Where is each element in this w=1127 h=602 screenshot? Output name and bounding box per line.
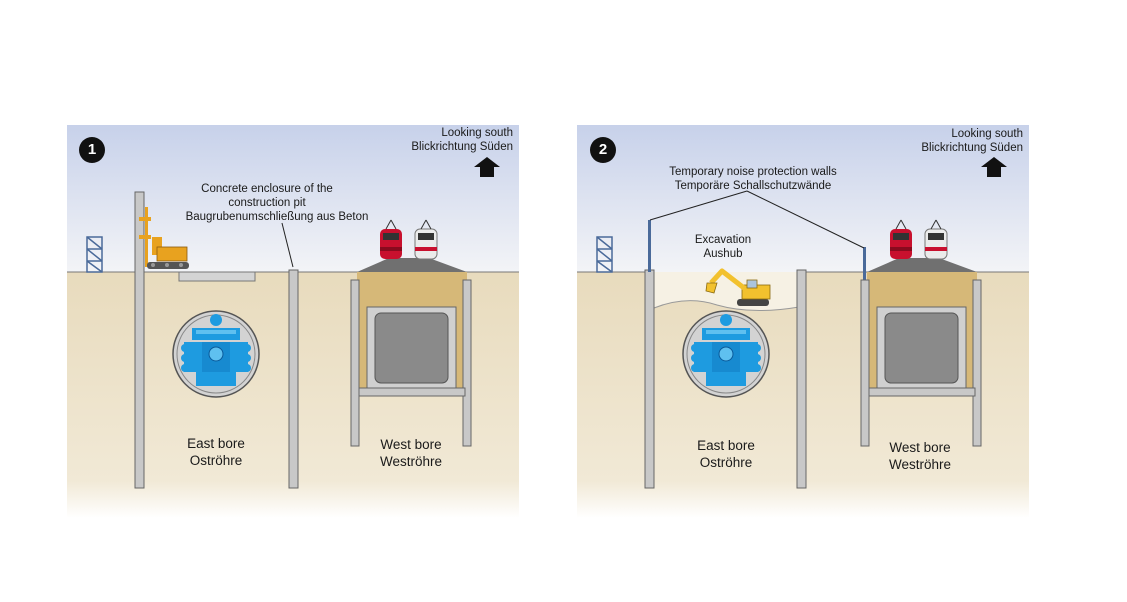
scaffold-icon: [596, 236, 613, 273]
tbm-icon: [172, 310, 260, 398]
enclosure-label-de: Baugrubenumschließung aus Beton: [185, 211, 369, 223]
noise-wall-label-de: Temporäre Schallschutzwände: [674, 180, 832, 192]
west-bore-en: West bore: [380, 437, 442, 452]
orientation-en: Looking south: [441, 127, 513, 139]
pile-wall: [288, 269, 299, 489]
leader-line: [281, 222, 294, 268]
east-bore-en: East bore: [697, 438, 755, 453]
leader-line: [649, 190, 748, 221]
orientation-de: Blickrichtung Süden: [921, 142, 1023, 154]
east-bore-de: Oströhre: [699, 455, 753, 470]
orientation-de: Blickrichtung Süden: [411, 141, 513, 153]
excavation-label-de: Aushub: [703, 248, 743, 260]
train-icon: [380, 219, 438, 260]
enclosure-label-en-2: construction pit: [228, 197, 306, 209]
noise-wall: [863, 247, 866, 280]
arrow-up-icon: [981, 157, 1007, 177]
west-bore-de: Weströhre: [888, 457, 952, 472]
tbm-icon: [682, 310, 770, 398]
concrete-slab: [178, 271, 256, 282]
step-number: 2: [590, 137, 616, 163]
drill-rig-icon: [134, 191, 189, 489]
east-bore-en: East bore: [187, 436, 245, 451]
orientation-en: Looking south: [951, 128, 1023, 140]
step-number: 1: [79, 137, 105, 163]
panel-1-drawing: [67, 125, 519, 518]
enclosure-label-en-1: Concrete enclosure of the: [201, 183, 333, 195]
panel-2-drawing: [577, 125, 1029, 518]
leader-line: [746, 190, 865, 249]
west-bore-en: West bore: [889, 440, 951, 455]
panel-2: 2 Looking south Blickrichtung Süden Temp…: [577, 125, 1029, 518]
west-bore-structure: [350, 258, 472, 447]
train-icon: [890, 219, 948, 260]
noise-wall-label-en: Temporary noise protection walls: [669, 166, 837, 178]
pile-wall: [644, 269, 655, 489]
east-bore-de: Oströhre: [189, 453, 243, 468]
scaffold-icon: [86, 236, 103, 273]
panel-1: 1 Looking south Blickrichtung Süden Conc…: [67, 125, 519, 518]
arrow-up-icon: [474, 157, 500, 177]
pile-wall: [796, 269, 807, 489]
excavator-icon: [705, 268, 771, 306]
sky: [577, 125, 1029, 272]
west-bore-structure: [860, 258, 982, 447]
excavation-label-en: Excavation: [694, 234, 752, 246]
west-bore-de: Weströhre: [379, 454, 443, 469]
noise-wall: [648, 220, 651, 272]
